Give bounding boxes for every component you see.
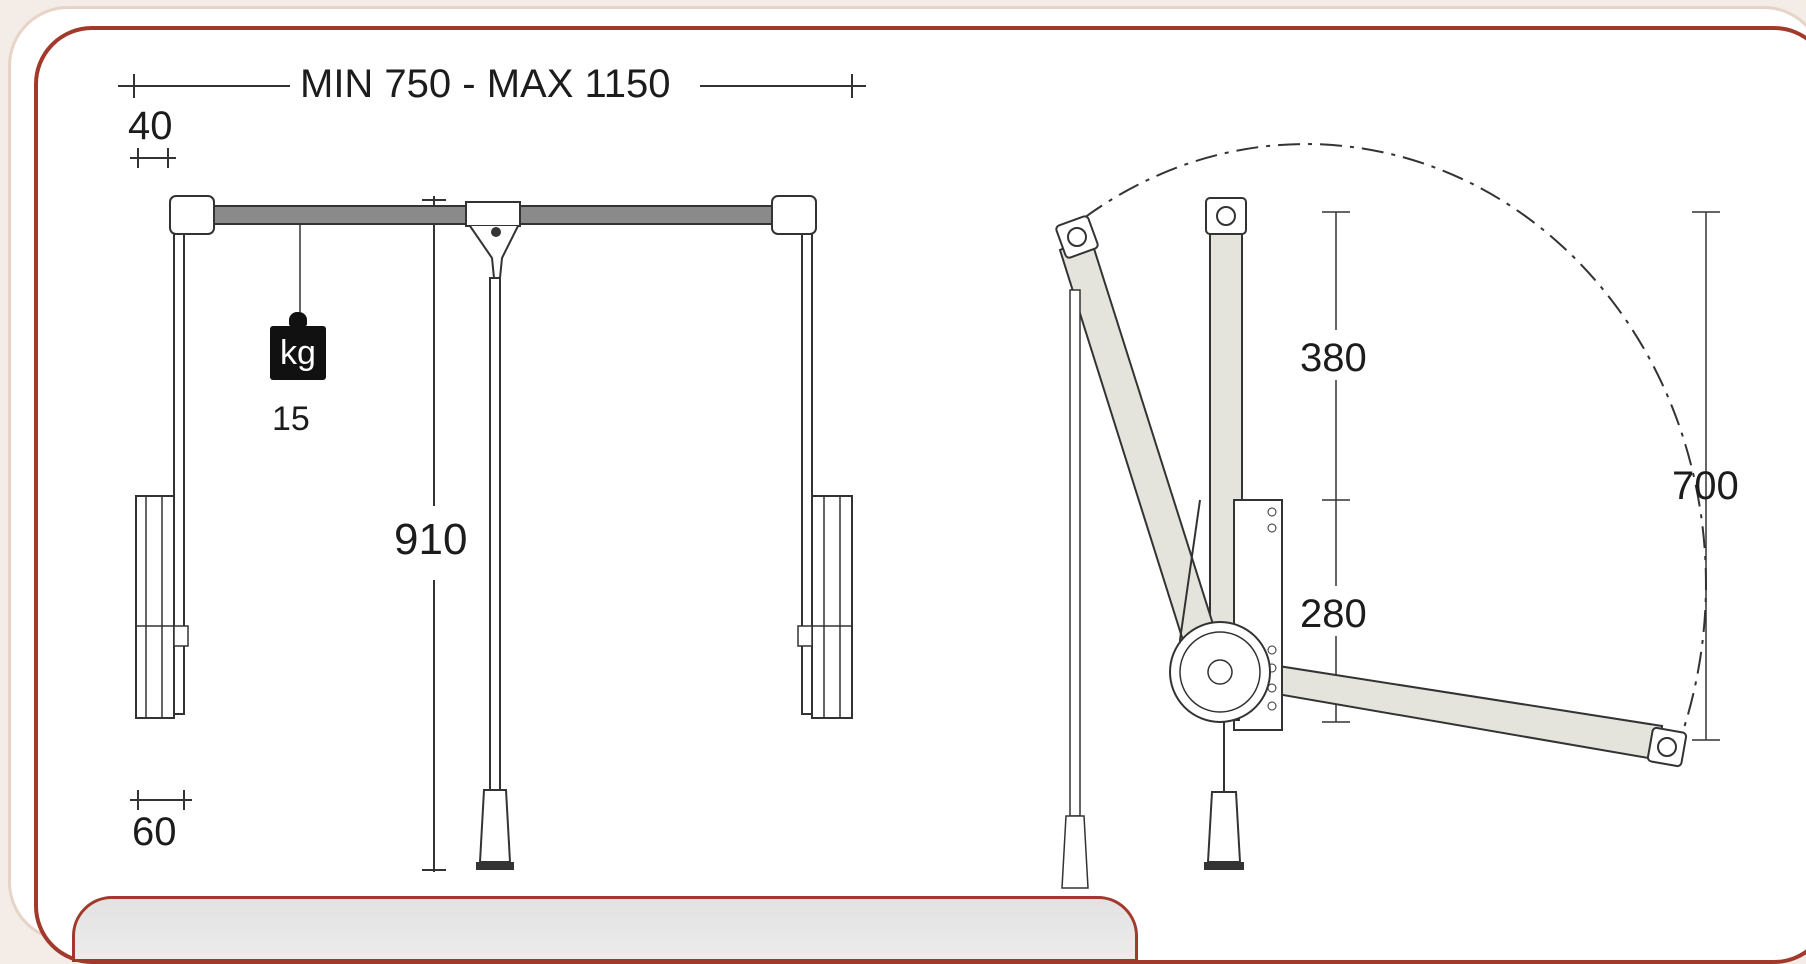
total-travel-label: 700: [1672, 464, 1739, 508]
side-view-lift: [1055, 143, 1720, 889]
technical-drawing: [118, 74, 1720, 889]
dimension-40-line: [130, 148, 176, 168]
weight-unit-label: kg: [280, 333, 316, 372]
height-label: 910: [394, 515, 468, 564]
lower-travel-label: 280: [1300, 592, 1367, 636]
dimension-60-line: [130, 790, 192, 810]
inner-frame: [34, 26, 1806, 964]
side-offset-top-label: 40: [128, 104, 173, 148]
load-capacity-label: 15: [272, 400, 310, 438]
width-range-label: MIN 750 - MAX 1150: [300, 62, 671, 106]
upper-travel-label: 380: [1300, 336, 1367, 380]
side-offset-bottom-label: 60: [132, 810, 177, 854]
width-dimension-line: [118, 74, 866, 98]
bottom-panel: [72, 896, 1138, 962]
weight-icon: kg: [270, 326, 326, 380]
dimension-910-line: [422, 196, 446, 872]
weight-icon-knob: [289, 312, 307, 326]
front-view-lift: [135, 195, 853, 870]
